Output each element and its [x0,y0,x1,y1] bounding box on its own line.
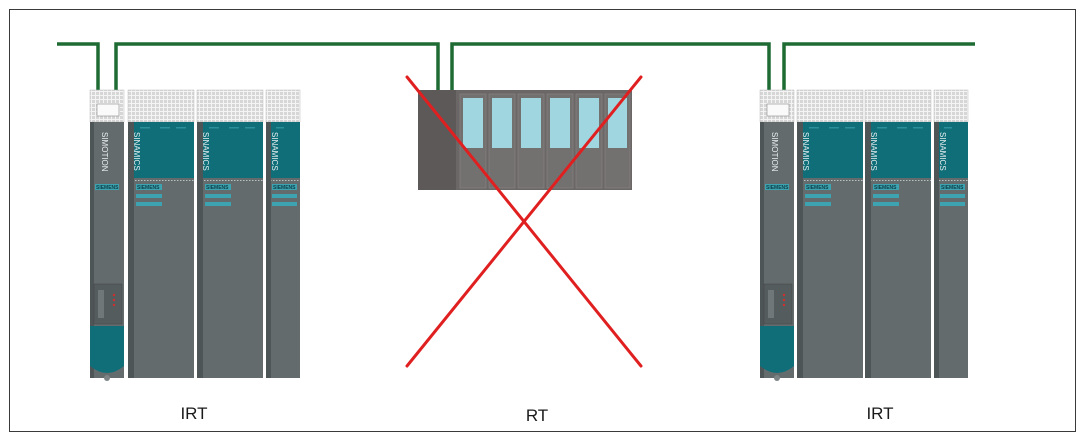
simotion-label: SIMOTION [770,132,779,172]
sinamics-label: SINAMICS [938,132,947,171]
left-irt-station: SIMOTION SIEMENS SINAMICS SIEMENS [89,89,301,381]
siemens-badge: SIEMENS [874,185,897,191]
cable-segment-middle-to-right [450,42,771,90]
simotion-label: SIMOTION [100,132,109,172]
simotion-controller: SIMOTION SIEMENS [89,89,125,381]
siemens-badge: SIEMENS [941,185,964,191]
siemens-badge: SIEMENS [273,185,296,191]
middle-rt-station [405,75,643,368]
sinamics-drive-2: SINAMICS SIEMENS [864,89,932,378]
siemens-badge: SIEMENS [137,185,160,191]
cable-segment-right-out [782,42,975,90]
sinamics-drive-1: SINAMICS SIEMENS [796,89,864,378]
figure-frame [9,9,1076,432]
sinamics-drive-3: SINAMICS SIEMENS [933,89,969,378]
sinamics-drive-3: SINAMICS SIEMENS [265,89,301,378]
profinet-cable-network [57,42,975,90]
siemens-badge: SIEMENS [806,185,829,191]
simotion-controller: SIMOTION SIEMENS [759,89,795,381]
right-irt-station: SIMOTION SIEMENS SINAMICS SIEMENS [759,89,969,381]
not-supported-cross [405,75,643,368]
sinamics-label: SINAMICS [270,132,279,171]
siemens-badge: SIEMENS [206,185,229,191]
left-group-caption: IRT [180,404,208,423]
io-rack [418,90,632,190]
sinamics-drive-2: SINAMICS SIEMENS [196,89,264,378]
siemens-badge: SIEMENS [766,185,789,191]
cable-segment-left-in [57,42,100,90]
sinamics-label: SINAMICS [801,132,810,171]
sinamics-label: SINAMICS [201,132,210,171]
middle-group-caption: RT [525,406,549,425]
cable-segment-left-to-middle [114,42,440,90]
sinamics-drive-1: SINAMICS SIEMENS [127,89,195,378]
siemens-badge: SIEMENS [96,185,119,191]
sinamics-label: SINAMICS [132,132,141,171]
right-group-caption: IRT [866,404,894,423]
sinamics-label: SINAMICS [869,132,878,171]
